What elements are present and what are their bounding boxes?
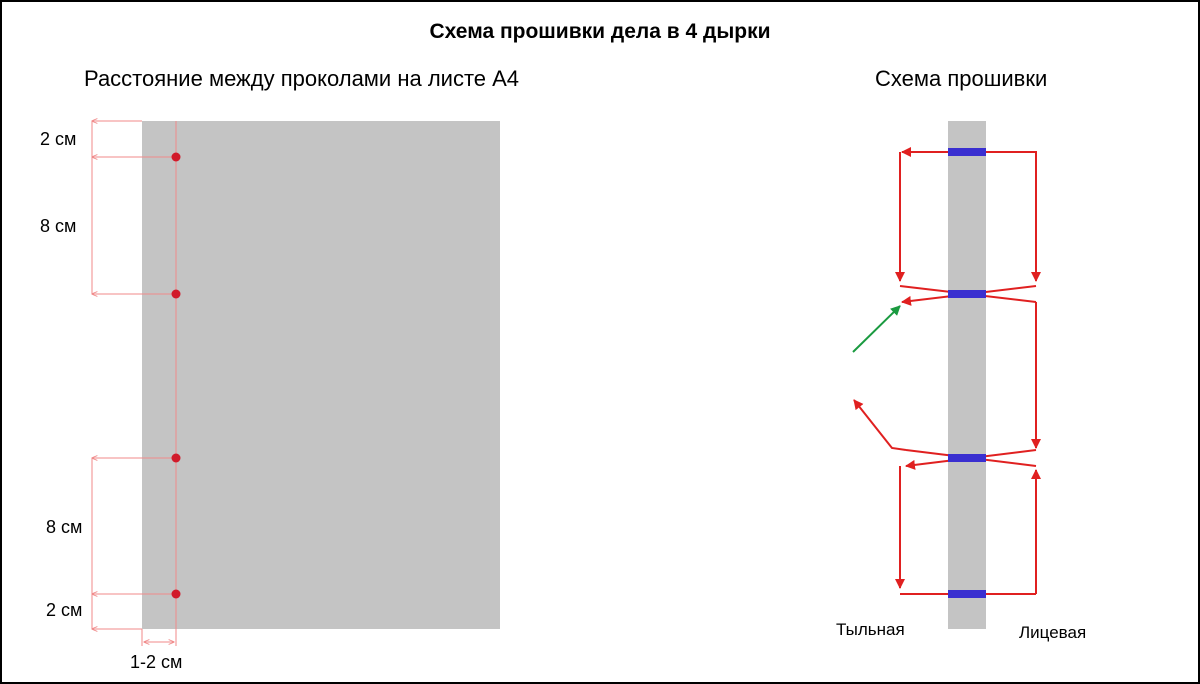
stitch-2 — [948, 290, 986, 298]
lower-spacing-label: 8 см — [46, 517, 83, 537]
stitch-1 — [948, 148, 986, 156]
thread-top-front — [986, 151, 1041, 282]
hole-spacing-heading: Расстояние между проколами на листе А4 — [84, 66, 520, 91]
a4-sheet — [142, 121, 500, 629]
thread-exit — [853, 399, 907, 451]
stitching-scheme-heading: Схема прошивки — [875, 66, 1048, 91]
stitch-3 — [948, 454, 986, 462]
top-margin-label: 2 см — [40, 129, 77, 149]
bottom-margin-label: 2 см — [46, 600, 83, 620]
diagram-title: Схема прошивки дела в 4 дырки — [429, 20, 771, 43]
upper-spacing-label: 8 см — [40, 216, 77, 236]
edge-offset-label: 1-2 см — [130, 652, 183, 672]
hole-3 — [171, 453, 181, 463]
stitch-4 — [948, 590, 986, 598]
hole-4 — [171, 589, 181, 599]
back-side-label: Тыльная — [836, 620, 905, 639]
hole-1 — [171, 152, 181, 162]
front-side-label: Лицевая — [1019, 623, 1087, 642]
start-arrow — [852, 305, 901, 353]
document-spine — [948, 121, 986, 629]
hole-2 — [171, 289, 181, 299]
